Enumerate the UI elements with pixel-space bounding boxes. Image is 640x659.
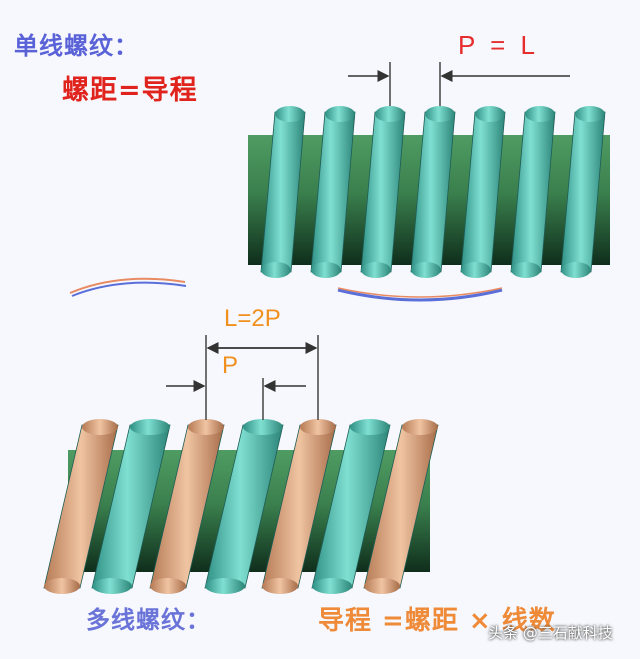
thread-crest-top [402, 419, 438, 435]
thread-crest-bottom [262, 578, 298, 594]
thread-crest-bottom [92, 578, 132, 594]
decor-arc [71, 281, 187, 297]
single-thread-title: 单线螺纹： [14, 32, 139, 60]
thread-crest-top [130, 419, 170, 435]
decor-arc [337, 287, 503, 298]
thread-crest-bottom [44, 578, 80, 594]
thread-crest-bottom [411, 262, 441, 278]
double-start-screw-icon [43, 419, 439, 594]
thread-crest-top [300, 419, 336, 435]
decor-arc [69, 277, 186, 294]
pitch-label: P [222, 352, 239, 379]
thread-crest-bottom [361, 262, 391, 278]
watermark: 头条 @三石献科技 [488, 624, 613, 642]
thread-crest-top [188, 419, 224, 435]
thread-crest-bottom [461, 262, 491, 278]
thread-crest-top [350, 419, 390, 435]
thread-crest-bottom [261, 262, 291, 278]
thread-crest-top [243, 419, 283, 435]
thread-crest-bottom [311, 262, 341, 278]
thread-crest-top [82, 419, 118, 435]
decor-arc [337, 288, 503, 302]
thread-crest-top [575, 106, 605, 122]
thread-crest-bottom [150, 578, 186, 594]
single-pitch-dimension [348, 62, 570, 106]
multi-thread-formula: 导程 =螺距 × 线数 [318, 606, 556, 636]
pitch-equals-lead-label: P = L [458, 30, 539, 60]
thread-crest-top [375, 106, 405, 122]
thread-crest-top [325, 106, 355, 122]
multi-dimension [166, 335, 319, 420]
thread-crest-top [275, 106, 305, 122]
thread-crest-top [525, 106, 555, 122]
thread-crest-bottom [312, 578, 352, 594]
thread-crest-bottom [561, 262, 591, 278]
single-start-screw-icon [248, 106, 610, 278]
multi-thread-title: 多线螺纹： [86, 606, 211, 634]
lead-label: L=2P [224, 305, 281, 332]
thread-crest-top [475, 106, 505, 122]
thread-crest-top [425, 106, 455, 122]
thread-crest-bottom [511, 262, 541, 278]
thread-crest-bottom [205, 578, 245, 594]
single-thread-formula: 螺距=导程 [62, 75, 198, 106]
thread-crest-bottom [364, 578, 400, 594]
